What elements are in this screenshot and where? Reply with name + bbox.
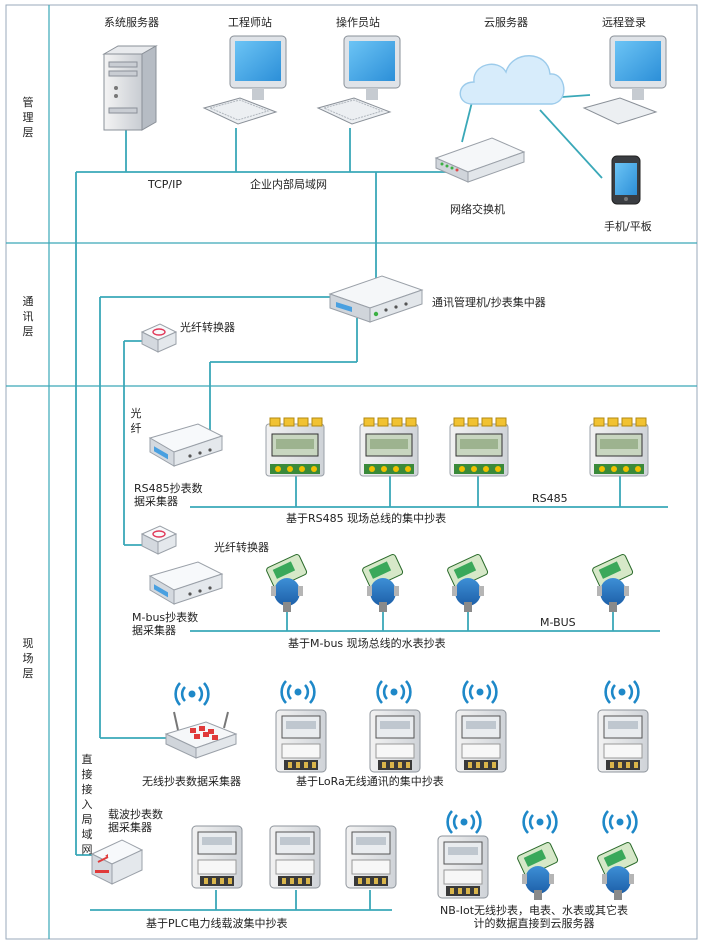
mbus-collector-icon [149,561,223,605]
mbus-caption: 基于M-bus 现场总线的水表抄表 [288,637,446,650]
lora-electric-meter-icon [369,709,421,773]
wireless-signal-icon [446,809,482,835]
wireless-signal-icon [602,809,638,835]
remote-login-computer-icon [582,35,667,125]
lora-electric-meter-icon [275,709,327,773]
fiber-converter-icon [141,323,177,353]
plc-electric-meter-icon [345,825,397,889]
comm-manager-label: 通讯管理机/抄表集中器 [432,296,546,309]
mbus-water-meter-icon [446,553,490,613]
nbiot-water-meter-icon [516,841,560,901]
mbus-collector-label: M-bus抄表数 据采集器 [132,611,199,637]
engineer-station-icon [202,35,287,125]
rs485-electric-meter-icon [359,417,419,477]
nbiot-water-meter-icon [596,841,640,901]
nbiot-electric-meter-icon [437,835,489,899]
system-server-icon [102,45,158,131]
cloud-icon [459,55,565,105]
lora-caption: 基于LoRa无线通讯的集中抄表 [296,775,444,788]
wireless-signal-icon [376,679,412,705]
mbus-water-meter-icon [265,553,309,613]
fiber-converter-2-label: 光纤转换器 [214,541,269,554]
fiber-label: 光纤 [130,407,142,435]
tcp-ip-label: TCP/IP [148,178,182,191]
phone-tablet-label: 手机/平板 [604,220,652,233]
layer-label-communication: 通讯层 [22,295,34,338]
nbiot-caption: NB-Iot无线抄表，电表、水表或其它表 计的数据直接到云服务器 [440,904,629,930]
diagram-frame [5,4,698,940]
lora-electric-meter-icon [597,709,649,773]
rs485-collector-label: RS485抄表数 据采集器 [134,482,203,508]
mbus-water-meter-icon [591,553,635,613]
direct-lan-label: 直接接入局域网 [81,753,93,856]
rs485-electric-meter-icon [265,417,325,477]
operator-station-label: 操作员站 [336,16,380,29]
fiber-converter-label: 光纤转换器 [180,321,235,334]
plc-collector-icon [90,839,144,885]
operator-station-icon [316,35,401,125]
rs485-electric-meter-icon [589,417,649,477]
mbus-bus-label: M-BUS [540,616,576,629]
wireless-signal-icon [604,679,640,705]
rs485-collector-icon [149,423,223,467]
wireless-collector-icon [164,711,238,759]
fiber-converter-icon [141,525,177,555]
network-switch-label: 网络交换机 [450,203,505,216]
wireless-signal-icon [462,679,498,705]
cloud-server-label: 云服务器 [484,16,528,29]
rs485-bus-label: RS485 [532,492,568,505]
plc-collector-label: 载波抄表数 据采集器 [108,808,163,834]
layer-label-field: 现场层 [22,637,34,680]
plc-caption: 基于PLC电力线载波集中抄表 [146,917,288,930]
mbus-water-meter-icon [361,553,405,613]
rs485-electric-meter-icon [449,417,509,477]
wireless-collector-label: 无线抄表数据采集器 [142,775,241,788]
lan-label: 企业内部局域网 [250,178,327,191]
connection-lines [75,94,668,911]
network-switch-icon [434,137,526,183]
plc-electric-meter-icon [269,825,321,889]
wireless-signal-icon [174,681,210,707]
wireless-signal-icon [522,809,558,835]
comm-manager-icon [328,275,424,323]
system-server-label: 系统服务器 [104,16,159,29]
engineer-station-label: 工程师站 [228,16,272,29]
wireless-signal-icon [280,679,316,705]
plc-electric-meter-icon [191,825,243,889]
lora-electric-meter-icon [455,709,507,773]
layer-label-management: 管理层 [22,96,34,139]
remote-login-label: 远程登录 [602,16,646,29]
phone-tablet-icon [611,155,641,205]
rs485-caption: 基于RS485 现场总线的集中抄表 [286,512,447,525]
